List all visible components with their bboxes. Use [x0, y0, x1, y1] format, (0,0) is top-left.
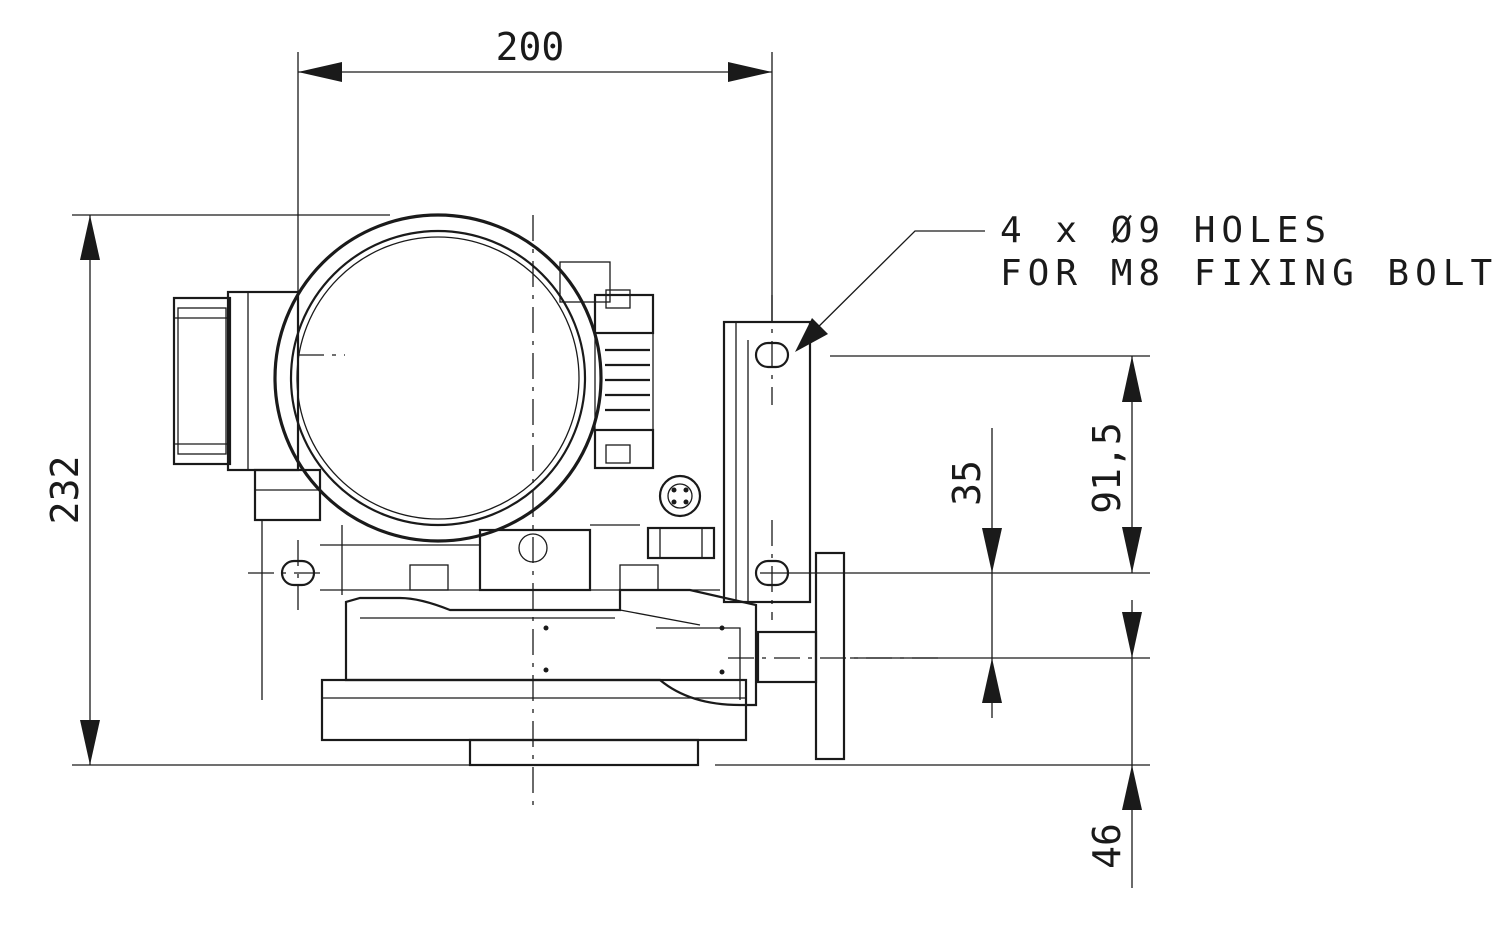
left-connector — [172, 290, 322, 700]
dimension-label-232: 232 — [43, 456, 87, 525]
dimension-label-46: 46 — [1085, 823, 1129, 869]
throttle-bore — [273, 213, 603, 543]
dimension-label-91-5: 91,5 — [1085, 422, 1129, 514]
base-housing — [320, 588, 758, 767]
mounting-bracket — [280, 320, 846, 761]
note-line-1: 4 x Ø9 HOLES — [1000, 210, 1332, 251]
spring-linkage — [559, 261, 655, 470]
dimension-200: 200 — [297, 25, 773, 322]
dimension-232: 232 — [43, 214, 1150, 766]
dimension-91-5: 91,5 — [760, 355, 1150, 574]
note-line-2: FOR M8 FIXING BOLTS — [1000, 253, 1500, 294]
dimension-46: 46 — [1085, 600, 1142, 888]
sensor — [646, 474, 716, 560]
holes-note: 4 x Ø9 HOLES FOR M8 FIXING BOLTS — [795, 210, 1500, 352]
dimension-label-200: 200 — [496, 25, 565, 69]
dimension-label-35: 35 — [945, 460, 989, 506]
